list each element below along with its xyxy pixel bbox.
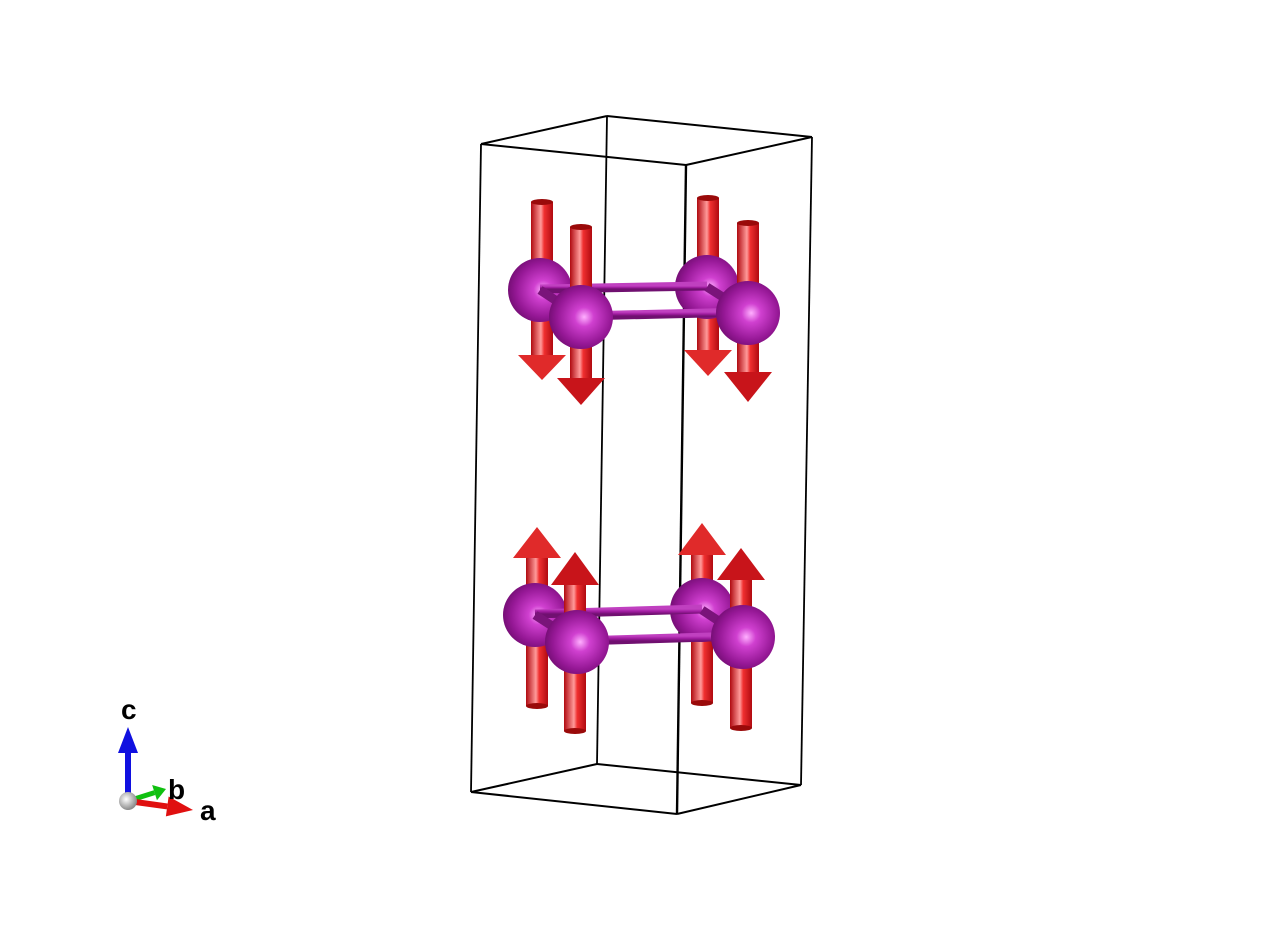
axis-label-a: a — [200, 795, 216, 826]
cell-edge — [800, 136, 813, 786]
axis-indicator: c b a — [118, 694, 216, 826]
axis-label-b: b — [168, 774, 185, 805]
atom-sphere — [716, 281, 780, 345]
spin-arrow-head — [551, 552, 599, 585]
cell-edge — [685, 136, 813, 166]
cell-edge — [480, 115, 608, 145]
cell-edge — [480, 143, 687, 166]
cell-edge — [470, 791, 678, 815]
spin-arrow-cap — [531, 199, 553, 205]
spin-arrow-head — [518, 355, 566, 380]
spin-arrow-cap — [730, 725, 752, 731]
spin-arrow-cap — [697, 195, 719, 201]
cell-edge — [675, 164, 688, 815]
axis-c-arrow — [118, 727, 138, 801]
spin-arrow-head — [684, 350, 732, 376]
atom-sphere — [545, 610, 609, 674]
axis-origin-sphere — [119, 792, 137, 810]
cell-edge — [470, 143, 482, 793]
spin-arrow-cap — [526, 703, 548, 709]
spin-arrow-cap — [691, 700, 713, 706]
cell-edge — [596, 115, 608, 765]
atom-sphere — [549, 285, 613, 349]
axis-label-c: c — [121, 694, 137, 725]
spin-arrow-head — [717, 548, 765, 580]
cell-edge — [470, 763, 598, 793]
cell-edge — [606, 115, 813, 138]
unit-cell — [470, 115, 813, 815]
spin-arrow-head — [678, 523, 726, 555]
spin-arrow-cap — [570, 224, 592, 230]
bond — [539, 281, 708, 294]
spin-arrow-head — [513, 527, 561, 558]
top-layer — [508, 195, 780, 405]
bottom-layer — [503, 523, 775, 734]
cell-edge — [596, 763, 802, 786]
axis-a-arrow-head — [165, 796, 193, 817]
atoms-group — [503, 195, 780, 734]
atom-sphere — [711, 605, 775, 669]
bond — [534, 604, 703, 619]
axis-b-arrow-head — [152, 784, 166, 801]
spin-arrow-cap — [564, 728, 586, 734]
cell-edge — [676, 784, 802, 815]
axis-c-arrow-head — [118, 727, 138, 753]
spin-arrow-head — [724, 372, 772, 402]
spin-arrow-head — [557, 378, 605, 405]
spin-arrow-cap — [737, 220, 759, 226]
